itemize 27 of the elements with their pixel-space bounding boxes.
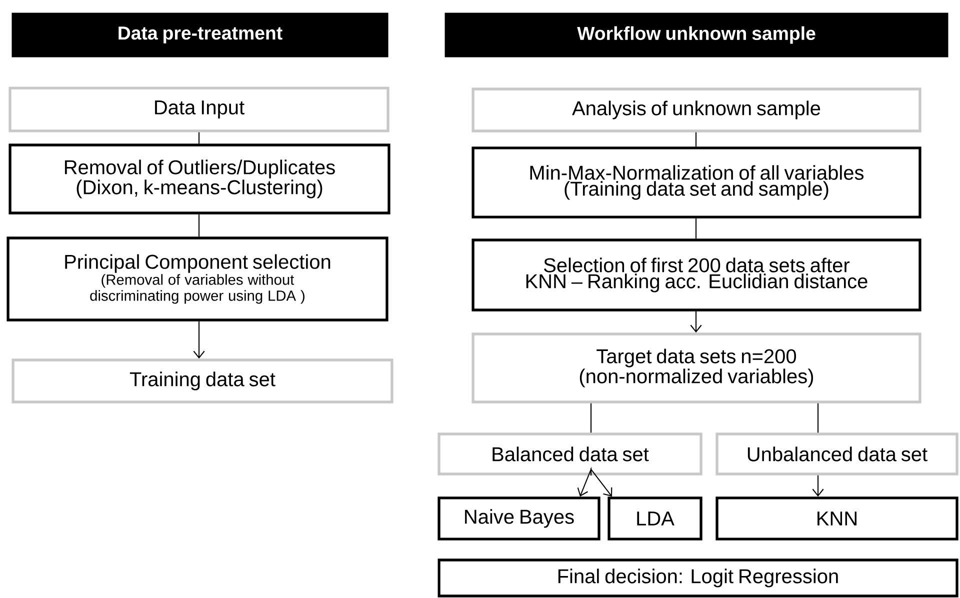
- process-box: KNN: [716, 496, 958, 540]
- connector-line: [590, 403, 592, 433]
- process-box: Removal of Outliers/Duplicates (Dixon, k-means-Clustering): [8, 144, 390, 214]
- arrow: [690, 311, 702, 333]
- data-box: Target data sets n=200 (non-normalized variables): [472, 332, 922, 404]
- process-box: Principal Component selection (Removal of variables without discriminating power using LDA ): [6, 236, 388, 322]
- process-box: LDA: [608, 496, 702, 540]
- data-box: Training data set: [12, 358, 394, 404]
- data-box: Data Input: [8, 86, 390, 132]
- process-box: Selection of first 200 data sets after KNN – Ranking acc. Euclidian distance: [472, 238, 922, 312]
- process-box: Final decision: Logit Regression: [438, 558, 958, 598]
- data-box: Balanced data set: [438, 432, 702, 476]
- connector-line: [695, 132, 697, 147]
- header-bar: Data pre-treatment: [12, 12, 388, 58]
- data-box: Unbalanced data set: [716, 432, 958, 476]
- process-box: Min-Max-Normalization of all variables (Training data set and sample): [472, 146, 922, 218]
- data-box: Analysis of unknown sample: [472, 88, 922, 132]
- connector-line: [817, 403, 819, 433]
- connector-line: [198, 214, 200, 237]
- arrow: [577, 466, 592, 497]
- process-box: Naive Bayes: [438, 496, 600, 540]
- arrow: [590, 468, 612, 497]
- arrow: [193, 321, 205, 359]
- connector-line: [695, 218, 697, 239]
- header-bar: Workflow unknown sample: [444, 12, 948, 58]
- arrow: [812, 475, 824, 497]
- connector-line: [198, 132, 200, 144]
